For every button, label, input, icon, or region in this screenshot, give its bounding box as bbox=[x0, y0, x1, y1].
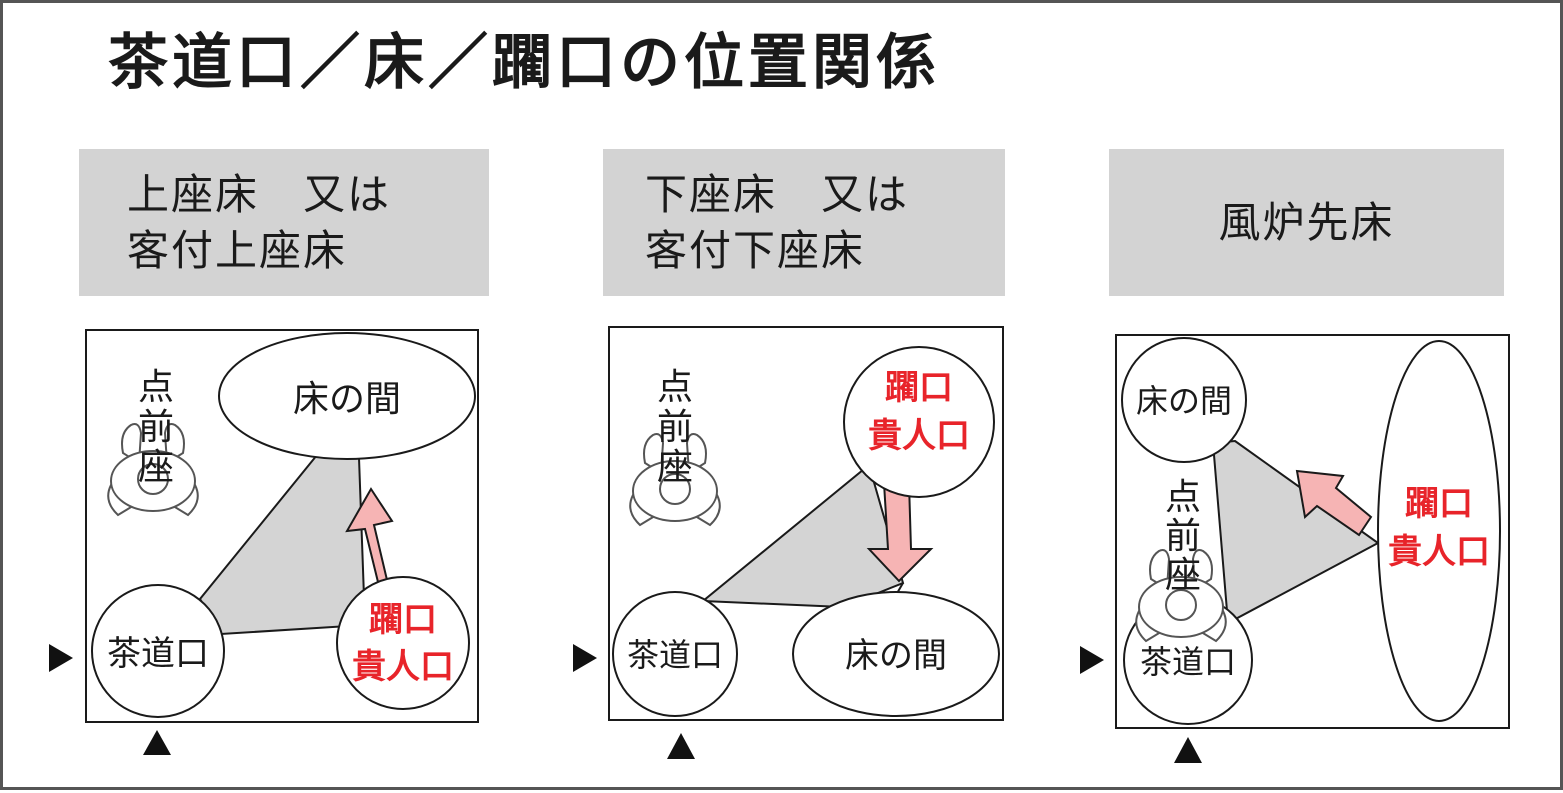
temaeza-char: 点 bbox=[138, 367, 174, 408]
entrance-marker-icon bbox=[667, 733, 695, 759]
tokonoma-ellipse bbox=[792, 591, 1000, 717]
caption-line: 上座床 又は bbox=[127, 169, 392, 219]
sadouguchi-label: 茶道口 bbox=[1140, 643, 1236, 681]
caption-line: 客付下座床 bbox=[645, 225, 866, 275]
sadouguchi-label: 茶道口 bbox=[627, 636, 723, 674]
caption-line: 下座床 又は bbox=[645, 169, 910, 219]
nijiriguchi-circle bbox=[843, 346, 995, 498]
tokonoma-label: 床の間 bbox=[293, 379, 401, 420]
temaeza-char: 点 bbox=[1165, 477, 1201, 518]
temaeza-char: 座 bbox=[138, 447, 174, 488]
nijiriguchi-label-line1: 躙口 bbox=[369, 600, 437, 640]
nijiriguchi-label-line2: 貴人口 bbox=[1388, 532, 1490, 572]
caption-panel-2: 下座床 又は 客付下座床 bbox=[603, 149, 1005, 296]
tokonoma-ellipse bbox=[218, 332, 476, 460]
nijiriguchi-label-line2: 貴人口 bbox=[868, 416, 970, 456]
nijiriguchi-label-line2: 貴人口 bbox=[352, 647, 454, 687]
panel-3-diagram: 躙口 貴人口 床の間 茶道口 点 前 座 bbox=[1080, 334, 1510, 763]
tokonoma-label: 床の間 bbox=[1136, 382, 1232, 420]
arrow-to-tokonoma bbox=[345, 487, 394, 584]
temaeza-char: 座 bbox=[657, 447, 693, 488]
sadouguchi-circle bbox=[612, 591, 738, 717]
caption-panel-3: 風炉先床 bbox=[1109, 149, 1504, 296]
entrance-marker-icon bbox=[143, 730, 171, 755]
temaeza-char: 前 bbox=[138, 407, 174, 448]
panel-1-diagram: 床の間 躙口 貴人口 茶道口 点 前 座 bbox=[49, 329, 479, 755]
temaeza-char: 前 bbox=[1165, 516, 1201, 557]
caption-panel-1: 上座床 又は 客付上座床 bbox=[79, 149, 489, 296]
sadouguchi-circle bbox=[91, 584, 225, 718]
temaeza-char: 点 bbox=[657, 367, 693, 408]
nijiriguchi-ellipse bbox=[1377, 340, 1501, 722]
entrance-marker-icon bbox=[1080, 646, 1104, 674]
tokonoma-label: 床の間 bbox=[845, 636, 947, 676]
page-title: 茶道口／床／躙口の位置関係 bbox=[108, 28, 940, 98]
panel-2-diagram: 躙口 貴人口 床の間 茶道口 点 前 座 bbox=[573, 326, 1004, 759]
caption-line: 風炉先床 bbox=[1218, 197, 1395, 247]
entrance-marker-icon bbox=[49, 644, 73, 672]
caption-line: 客付上座床 bbox=[127, 225, 348, 275]
temaeza-char: 座 bbox=[1165, 555, 1201, 596]
nijiriguchi-label-line1: 躙口 bbox=[1405, 484, 1473, 524]
entrance-marker-icon bbox=[1174, 737, 1202, 763]
tokonoma-circle bbox=[1121, 337, 1247, 463]
nijiriguchi-label-line1: 躙口 bbox=[885, 368, 953, 408]
layout-diagrams: 床の間 躙口 貴人口 茶道口 点 前 座 躙口 貴人口 床の間 茶 bbox=[49, 326, 1510, 763]
temaeza-char: 前 bbox=[657, 407, 693, 448]
arrow-to-tokonoma bbox=[1295, 469, 1373, 537]
nijiriguchi-circle bbox=[336, 576, 470, 710]
entrance-marker-icon bbox=[573, 644, 597, 672]
sadouguchi-label: 茶道口 bbox=[107, 634, 209, 674]
